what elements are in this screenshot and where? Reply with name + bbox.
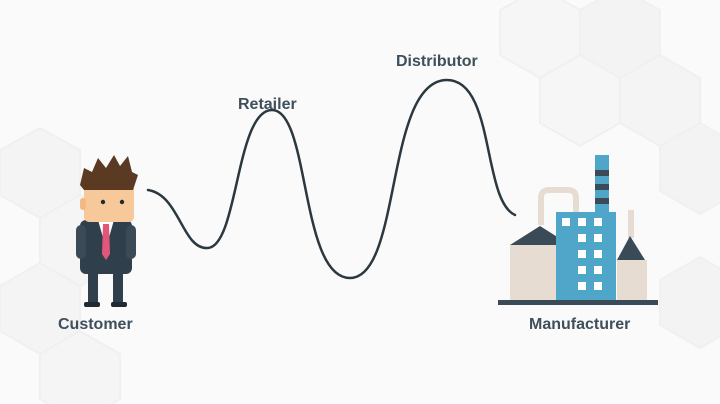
supply-chain-curve [146,78,517,280]
distributor-label: Distributor [396,53,478,70]
manufacturer-label: Manufacturer [529,316,631,333]
retailer-label: Retailer [238,96,297,113]
factory-icon [498,155,658,305]
customer-label: Customer [58,316,133,333]
businessman-icon [76,155,138,307]
